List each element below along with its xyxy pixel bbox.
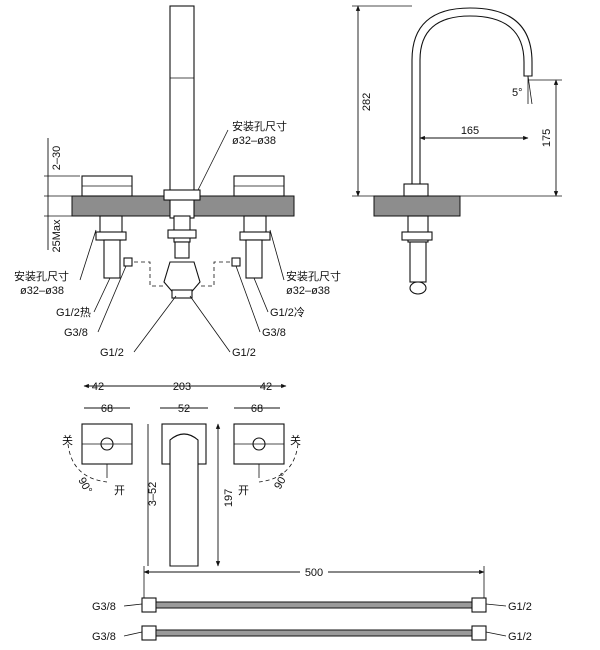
label-hose1-right: G1/2 — [508, 601, 532, 613]
label-tee-left: G1/2 — [100, 347, 124, 359]
label-outlet-left: G3/8 — [64, 327, 88, 339]
spout-column — [169, 5, 195, 219]
hoses: 500 G3/8 G1/2 G3/8 G1/2 — [92, 565, 532, 643]
left-handle-top — [67, 423, 133, 483]
label-left-rotation: 90° — [75, 476, 94, 496]
dim-angle: 5° — [512, 87, 523, 99]
label-mount-hole-right-dia: ø32–ø38 — [286, 285, 330, 297]
dim-spout-height: 175 — [541, 129, 553, 147]
label-hose2-left: G3/8 — [92, 631, 116, 643]
label-mount-hole-center-dia: ø32–ø38 — [232, 135, 276, 147]
dim-reach: 165 — [461, 125, 479, 137]
dim-total-height: 282 — [361, 93, 373, 111]
dim-handle-left: 68 — [101, 403, 113, 415]
dim-spout-length: 197 — [223, 489, 235, 507]
label-cold-inlet: G1/2冷 — [270, 306, 305, 319]
tee-fitting — [163, 241, 201, 299]
label-mount-hole-center: 安装孔尺寸 — [232, 119, 287, 133]
hose-1 — [141, 597, 487, 613]
label-hot-inlet: G1/2热 — [56, 306, 91, 319]
label-left-closed: 关 — [62, 433, 73, 447]
dim-spout-thickness: 3–52 — [147, 482, 159, 506]
dim-span-right: 42 — [260, 381, 272, 393]
side-view: 282 165 175 5° — [352, 5, 562, 295]
dim-handle-right: 68 — [251, 403, 263, 415]
label-hose1-left: G3/8 — [92, 601, 116, 613]
top-view: 42 203 42 68 52 68 关 90° 开 3–52 197 — [62, 381, 301, 567]
front-view: 2–30 25Max 安装孔尺寸 ø32–ø38 安装孔尺寸 ø32–ø38 安… — [14, 5, 341, 359]
label-mount-hole-left: 安装孔尺寸 — [14, 269, 69, 283]
label-right-open: 开 — [238, 485, 249, 497]
dim-deck-thickness: 25Max — [51, 219, 63, 253]
label-right-closed: 关 — [290, 433, 301, 447]
label-right-rotation: 90° — [272, 471, 291, 491]
dim-spout-width: 52 — [178, 403, 190, 415]
spout-top — [161, 423, 207, 567]
label-hose2-right: G1/2 — [508, 631, 532, 643]
label-tee-right: G1/2 — [232, 347, 256, 359]
label-mount-hole-right: 安装孔尺寸 — [286, 269, 341, 283]
dim-height-range: 2–30 — [51, 146, 63, 170]
right-handle — [231, 175, 285, 279]
dim-hose-length: 500 — [305, 567, 323, 579]
label-outlet-right: G3/8 — [262, 327, 286, 339]
dim-span-center: 203 — [173, 381, 191, 393]
right-handle-top — [233, 423, 299, 483]
hose-2 — [141, 625, 487, 641]
dim-span-left: 42 — [92, 381, 104, 393]
left-handle — [81, 175, 133, 279]
spout-base — [163, 189, 201, 201]
label-left-open: 开 — [114, 485, 125, 497]
label-mount-hole-left-dia: ø32–ø38 — [20, 285, 64, 297]
